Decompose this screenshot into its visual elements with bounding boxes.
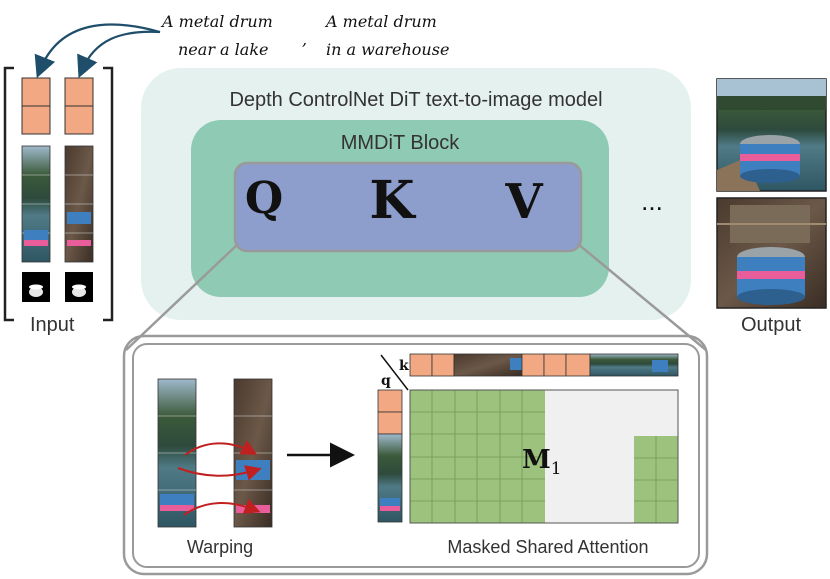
output-label: Output (741, 314, 801, 336)
prompt-separator: , (302, 30, 307, 49)
zoom-line-right (577, 243, 707, 351)
q-axis-label: q (381, 373, 391, 389)
k-axis-label: k (399, 358, 409, 374)
v-label: V (504, 174, 543, 230)
input-image-strip-warehouse (64, 145, 94, 263)
matrix-corner-diagonal (380, 354, 409, 391)
input-text-tokens (21, 77, 94, 135)
input-depth-maps (22, 272, 93, 302)
detail-panel-outer (122, 334, 709, 576)
warping-strip-lake (157, 378, 197, 528)
warping-label: Warping (187, 537, 253, 557)
k-label: K (369, 170, 416, 231)
output-image-lake (716, 78, 827, 192)
output-image-warehouse (716, 197, 827, 309)
detail-panel-inner (132, 343, 700, 568)
qkv-box (233, 161, 583, 253)
q-label: Q (245, 173, 283, 224)
input-label: Input (30, 314, 75, 336)
key-token-row (409, 353, 679, 377)
prompt-right-line1: A metal drum (324, 12, 437, 31)
ellipsis-label: ... (641, 186, 663, 216)
zoom-line-left (125, 243, 239, 351)
prompt-left-line2: near a lake (178, 40, 269, 59)
query-token-column (377, 389, 403, 523)
input-bracket-left (3, 66, 14, 322)
input-bracket-right (103, 66, 114, 322)
prompt-arrow-left (34, 23, 161, 79)
masked-shared-attention-label: Masked Shared Attention (447, 537, 648, 557)
mask-label: M1 (522, 445, 562, 479)
mask-matrix (409, 389, 679, 524)
mmdit-block-title: MMDiT Block (341, 132, 461, 154)
model-title: Depth ControlNet DiT text-to-image model (229, 89, 602, 111)
prompt-arrow-right (77, 30, 161, 79)
warping-arrows (177, 440, 262, 516)
input-image-strip-lake (21, 145, 51, 263)
prompt-right-line2: in a warehouse (326, 40, 449, 59)
prompt-left-line1: A metal drum (160, 12, 273, 31)
